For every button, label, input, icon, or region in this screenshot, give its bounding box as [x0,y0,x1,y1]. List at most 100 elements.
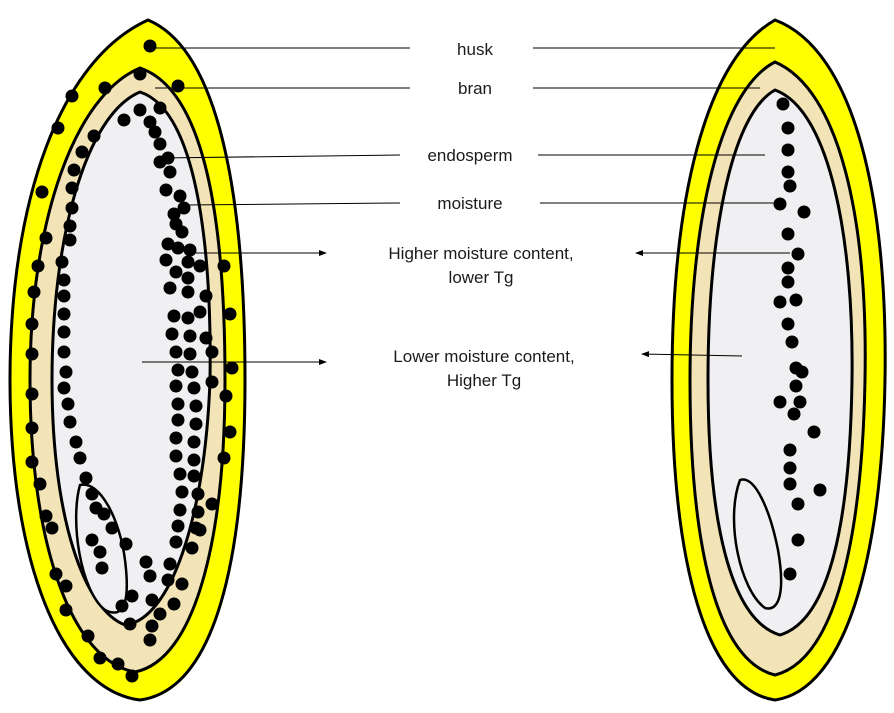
left-moisture-dot [170,380,183,393]
husk-label: husk [425,38,525,62]
left-grain [10,20,245,700]
left-moisture-dot [168,310,181,323]
left-moisture-dot [60,604,73,617]
left-moisture-dot [160,254,173,267]
right-moisture-dot [782,318,795,331]
left-moisture-dot [226,362,239,375]
left-moisture-dot [184,330,197,343]
left-moisture-dot [176,486,189,499]
left-moisture-dot [164,282,177,295]
right-moisture-dot [784,568,797,581]
left-moisture-dot [144,634,157,647]
left-moisture-dot [182,312,195,325]
left-moisture-dot [112,658,125,671]
right-moisture-dot [782,144,795,157]
left-moisture-dot [64,416,77,429]
left-moisture-dot [174,190,187,203]
left-moisture-dot [126,670,139,683]
left-moisture-dot [154,102,167,115]
left-moisture-dot [134,104,147,117]
left-moisture-dot [172,520,185,533]
left-moisture-dot [170,536,183,549]
left-moisture-dot [206,498,219,511]
left-moisture-dot [172,242,185,255]
left-moisture-dot [154,608,167,621]
left-moisture-dot [206,376,219,389]
left-moisture-dot [62,398,75,411]
left-moisture-dot [64,220,77,233]
left-moisture-dot [99,82,112,95]
right-grain [672,20,885,700]
left-moisture-dot [126,590,139,603]
left-moisture-dot [176,226,189,239]
left-moisture-dot [76,146,89,159]
left-moisture-dot [120,538,133,551]
left-moisture-dot [188,382,201,395]
left-moisture-dot [26,388,39,401]
left-moisture-dot [66,202,79,215]
left-moisture-dot [206,346,219,359]
left-moisture-dot [172,80,185,93]
left-moisture-dot [36,186,49,199]
right-moisture-dot [782,122,795,135]
right-moisture-dot [792,534,805,547]
left-moisture-dot [58,308,71,321]
left-moisture-dot [220,390,233,403]
endosperm-label: endosperm [405,144,535,168]
left-moisture-dot [34,478,47,491]
left-moisture-dot [194,306,207,319]
left-moisture-dot [64,234,77,247]
left-moisture-dot [74,452,87,465]
left-moisture-dot [66,182,79,195]
left-moisture-dot [200,290,213,303]
left-moisture-dot [144,40,157,53]
left-moisture-dot [98,508,111,521]
right-moisture-dot [796,366,809,379]
left-moisture-dot [174,504,187,517]
left-moisture-dot [184,244,197,257]
left-moisture-dot [172,398,185,411]
left-moisture-dot [172,414,185,427]
left-moisture-dot [188,436,201,449]
left-moisture-dot [26,318,39,331]
left-moisture-dot [154,138,167,151]
left-moisture-dot [58,274,71,287]
left-moisture-dot [58,326,71,339]
left-moisture-dot [168,598,181,611]
left-moisture-dot [56,256,69,269]
left-moisture-dot [32,260,45,273]
left-moisture-dot [66,90,79,103]
left-moisture-dot [190,418,203,431]
left-moisture-dot [140,556,153,569]
right-moisture-dot [794,396,807,409]
left-moisture-dot [116,600,129,613]
left-moisture-dot [80,472,93,485]
left-moisture-dot [58,382,71,395]
lower-moisture-label: Lower moisture content, Higher Tg [334,345,634,393]
left-moisture-dot [176,578,189,591]
left-moisture-dot [146,620,159,633]
left-moisture-dot [60,580,73,593]
lower-moisture-line2: Higher Tg [334,369,634,393]
right-moisture-dot [774,198,787,211]
left-moisture-dot [26,422,39,435]
leader-lines [152,48,780,205]
right-moisture-dot [786,336,799,349]
left-moisture-dot [134,68,147,81]
left-moisture-dot [52,122,65,135]
left-moisture-dot [26,348,39,361]
left-moisture-dot [200,332,213,345]
left-moisture-dot [170,346,183,359]
left-moisture-dot [146,594,159,607]
left-moisture-dot [162,574,175,587]
left-moisture-dot [118,114,131,127]
left-moisture-dot [96,562,109,575]
left-moisture-dot [40,232,53,245]
right-moisture-dot [792,498,805,511]
left-moisture-dot [26,456,39,469]
left-moisture-dot [166,328,179,341]
left-moisture-dot [144,570,157,583]
bran-label: bran [425,77,525,101]
left-moisture-dot [186,366,199,379]
right-endosperm [708,90,852,635]
